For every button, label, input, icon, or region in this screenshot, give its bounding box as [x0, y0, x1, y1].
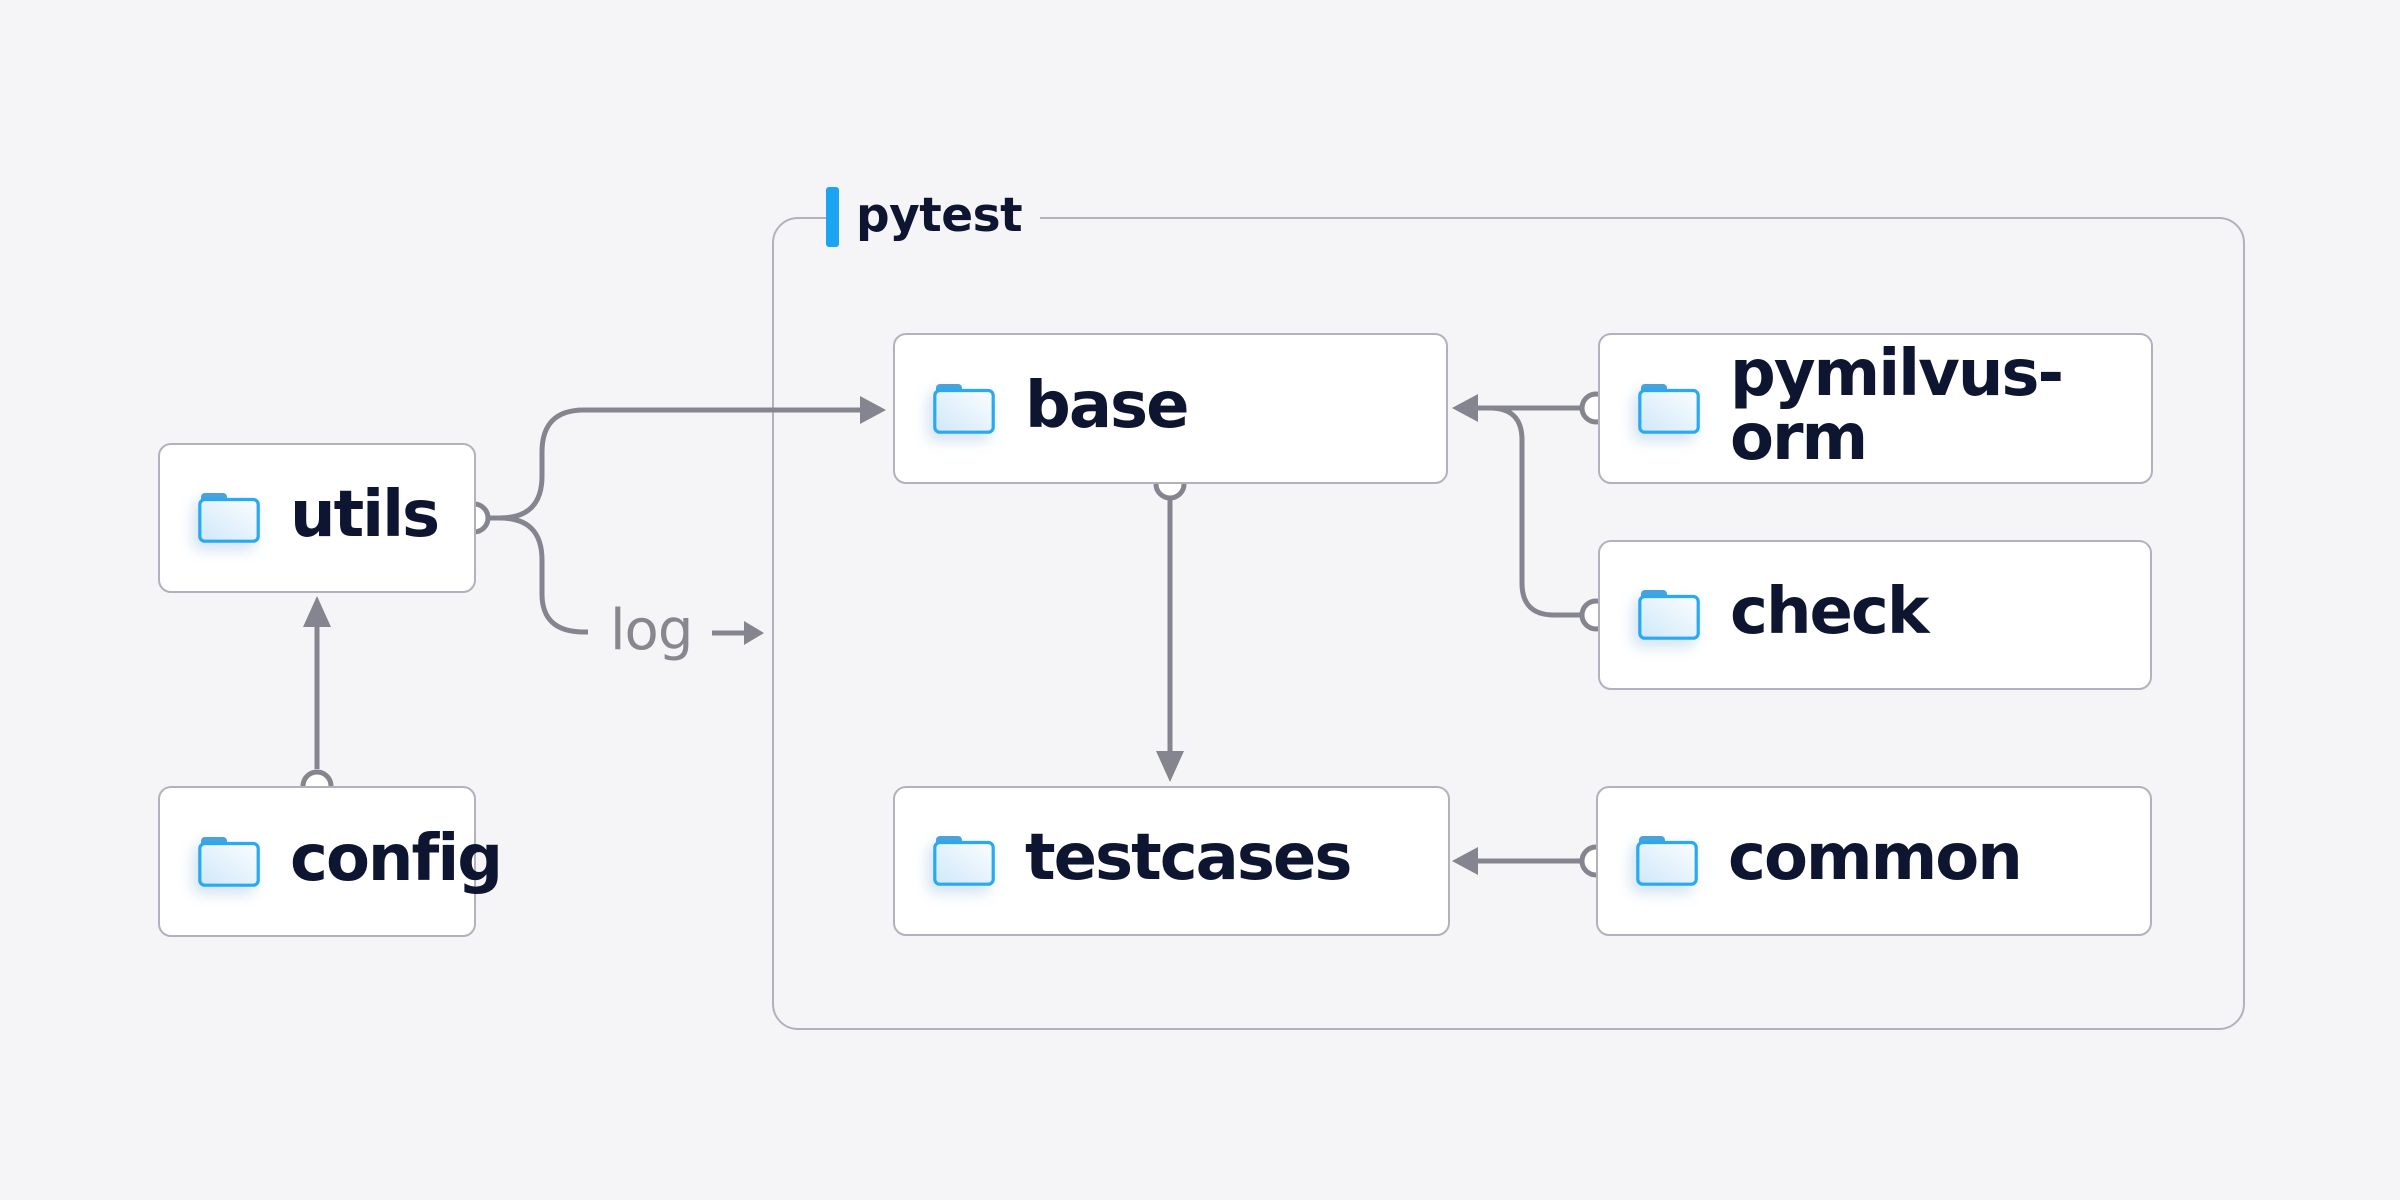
edge-check-base: [1478, 405, 1580, 618]
folder-icon: [198, 836, 260, 887]
folder-icon: [933, 836, 995, 886]
edge-utils-base: [489, 407, 860, 521]
node-label: testcases: [1025, 821, 1352, 895]
node-label: utils: [290, 478, 440, 552]
edge-base-testcases-arrowhead: [1156, 751, 1184, 782]
node-check: check: [1598, 540, 2152, 690]
edge-common-testcases-arrowhead: [1452, 847, 1478, 875]
log-edge-label: log: [610, 598, 693, 663]
folder-icon: [933, 383, 995, 434]
accent-bar: [826, 187, 839, 247]
node-testcases: testcases: [893, 786, 1450, 936]
pytest-group-border: [772, 217, 2245, 1030]
folder-icon: [1638, 383, 1700, 434]
pytest-group-label: pytest: [826, 186, 1041, 248]
node-label: check: [1730, 575, 1929, 649]
edge-config-utils-arrowhead: [303, 596, 331, 627]
edge-utils-base-arrowhead: [860, 396, 886, 424]
node-label: pymilvus-orm: [1730, 336, 2064, 475]
node-common: common: [1596, 786, 2152, 936]
folder-icon: [1636, 836, 1698, 886]
edge-utils-log: [489, 515, 588, 635]
node-config: config: [158, 786, 503, 937]
node-base: base: [893, 333, 1448, 484]
folder-icon: [1638, 590, 1700, 640]
node-label: base: [1025, 368, 1189, 443]
pytest-group-title: pytest: [856, 187, 1023, 243]
folder-icon: [198, 493, 260, 543]
node-label: config: [290, 821, 503, 896]
node-label: common: [1728, 821, 2023, 895]
node-pymilvus-orm: pymilvus-orm: [1598, 333, 2153, 484]
node-utils: utils: [158, 443, 476, 593]
log-arrowhead: [744, 621, 764, 645]
edge-into-base-arrowhead: [1452, 394, 1478, 422]
